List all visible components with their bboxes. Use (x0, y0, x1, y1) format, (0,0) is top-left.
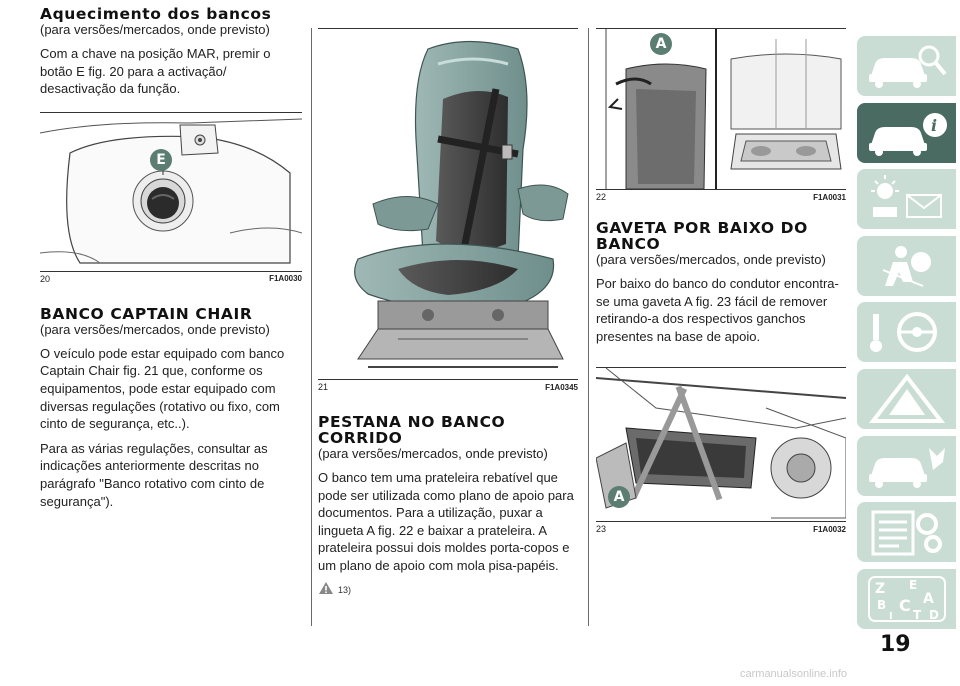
heading-captain-chair: BANCO CAPTAIN CHAIR (40, 304, 253, 323)
subheading-availability: (para versões/mercados, onde previsto) (596, 252, 826, 267)
captain-chair-illustration (354, 40, 569, 368)
paragraph-adjustments: Para as várias regulações, consultar as … (40, 440, 268, 509)
svg-text:C: C (899, 596, 911, 615)
tab-car-info[interactable]: i (857, 102, 956, 163)
tab-car-repair[interactable] (857, 435, 956, 496)
seat-heating-button-illustration (40, 112, 302, 271)
warning-reference: 13) (318, 581, 578, 595)
figure-code: F1A0032 (813, 524, 846, 534)
figure-number: 22 (596, 192, 607, 202)
figure-number: 21 (318, 382, 329, 392)
warning-triangle-icon (868, 373, 946, 423)
column-divider (311, 28, 312, 626)
heading-under-seat-drawer: GAVETA POR BAIXO DO BANCO (596, 219, 808, 253)
column-middle: 21 F1A0345 PESTANA NO BANCO CORRIDO (par… (318, 0, 578, 595)
svg-text:Z: Z (875, 581, 885, 597)
tab-index[interactable]: Z E A B C D I T (857, 568, 956, 629)
figure-20: E (40, 111, 302, 272)
car-info-icon: i (869, 112, 947, 156)
subheading-availability: (para versões/mercados, onde previsto) (318, 446, 548, 461)
tab-airbag[interactable] (857, 235, 956, 296)
specs-gears-icon (871, 510, 942, 556)
paragraph-seat-heating: Com a chave na posição MAR, premir o bot… (40, 46, 271, 97)
svg-text:D: D (929, 608, 939, 622)
figure-21-caption: 21 F1A0345 (318, 380, 578, 392)
svg-text:B: B (877, 598, 886, 612)
heading-bench-flap: PESTANA NO BANCO CORRIDO (318, 413, 506, 447)
airbag-passenger-icon (882, 245, 931, 287)
svg-text:T: T (913, 608, 922, 622)
figure-code: F1A0031 (813, 192, 846, 202)
figure-23: A (596, 367, 846, 523)
figure-22: A (596, 28, 846, 190)
figure-number: 23 (596, 524, 607, 535)
subheading-availability: (para versões/mercados, onde previsto) (40, 22, 270, 37)
svg-text:I: I (889, 611, 893, 622)
svg-text:A: A (923, 591, 934, 607)
figure-20-caption: 20 F1A0030 (40, 272, 302, 284)
svg-text:E: E (909, 578, 917, 592)
page-number: 19 (880, 632, 911, 657)
tab-steering-key[interactable] (857, 302, 956, 363)
figure-22-caption: 22 F1A0031 (596, 190, 846, 202)
tab-specifications[interactable] (857, 502, 956, 563)
subheading-availability: (para versões/mercados, onde previsto) (40, 321, 270, 337)
figure-23-caption: 23 F1A0032 (596, 522, 846, 534)
callout-A: A (608, 486, 630, 509)
paragraph-captain-chair: O veículo pode estar equipado com banco … (40, 345, 285, 432)
column-divider (588, 28, 589, 626)
figure-code: F1A0030 (269, 274, 302, 284)
index-alphabet-icon: Z E A B C D I T (868, 575, 946, 622)
under-seat-drawer-illustration (596, 368, 846, 522)
tab-dashboard-lights[interactable] (857, 169, 956, 230)
paragraph-bench-flap: O banco tem uma prateleira rebatível que… (318, 470, 574, 573)
bench-flap-illustration (596, 29, 846, 189)
paragraph-under-seat-drawer: Por baixo do banco do condutor encontra-… (596, 276, 839, 344)
callout-A: A (650, 33, 672, 55)
car-search-icon (869, 45, 947, 88)
steering-key-icon (870, 312, 937, 353)
watermark: carmanualsonline.info (740, 668, 848, 680)
column-right: A 22 F1A0031 GAVETA POR BAIXO DO BANCO (… (596, 0, 846, 534)
figure-code: F1A0345 (545, 382, 578, 392)
tab-emergency[interactable] (857, 368, 956, 429)
figure-21 (318, 28, 578, 380)
figure-number: 20 (40, 273, 51, 284)
column-left: Aquecimento dos bancos (para versões/mer… (40, 0, 302, 510)
svg-text:i: i (931, 116, 937, 135)
dashboard-lights-icon (871, 175, 942, 219)
warning-reference-number: 13) (338, 584, 352, 595)
chapter-tabs: i (857, 36, 956, 635)
warning-triangle-icon (319, 581, 333, 594)
callout-E: E (150, 148, 172, 171)
car-repair-icon (869, 447, 945, 488)
heading-seat-heating: Aquecimento dos bancos (40, 5, 272, 23)
tab-car-search[interactable] (857, 36, 956, 96)
